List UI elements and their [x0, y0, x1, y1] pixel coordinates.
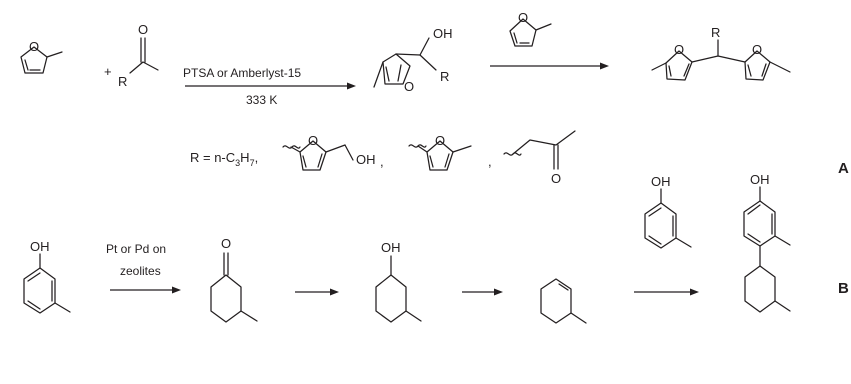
sub1-hydroxyl-label: OH [356, 152, 376, 167]
methylcyclohexanone: O [210, 236, 258, 323]
reaction-arrow-2 [490, 62, 609, 70]
r-group-definitions: R = n-C3H7, O OH , O , [190, 130, 576, 186]
alcohol-hydroxyl-label: OH [381, 240, 401, 255]
m-cresol-reactant: OH [23, 239, 71, 314]
methylfuran-reactant: O [20, 39, 63, 74]
furan-oxygen-label: O [29, 39, 39, 54]
catalyst-condition: PTSA or Amberlyst-15 [183, 66, 301, 80]
temperature-condition: 333 K [246, 93, 277, 107]
r-definition: R = n-C3H7, [190, 150, 258, 168]
furyl-carbinol-intermediate: O OH R [373, 26, 453, 94]
aldehyde-reactant: O R [118, 22, 159, 89]
hydrogenation-support: zeolites [120, 264, 161, 278]
intermediate-hydroxyl-label: OH [433, 26, 453, 41]
intermediate-furan-oxygen: O [404, 79, 414, 94]
bisfuryl-product: O O R [651, 25, 791, 81]
alkylated-cresol-product: OH [743, 172, 791, 313]
m-cresol-reagent: OH [644, 174, 692, 249]
dehydration-arrow [462, 288, 503, 296]
substituent-oxobutyl: O [503, 130, 576, 186]
intermediate-r-label: R [440, 69, 449, 84]
substituent-methylfuryl: O , [408, 133, 492, 171]
product-furan-oxygen-1: O [674, 42, 684, 57]
methylcyclohexanol: OH [375, 240, 422, 323]
reduction-arrow [295, 288, 339, 296]
product-hydroxyl-label: OH [750, 172, 770, 187]
reagent-furan-oxygen: O [518, 10, 528, 25]
aldehyde-r-label: R [118, 74, 127, 89]
panel-label-a: A [838, 160, 849, 177]
methylfuran-reagent: O [509, 10, 552, 47]
ketone-oxygen-label: O [221, 236, 231, 251]
cresol-hydroxyl-label: OH [30, 239, 50, 254]
panel-label-b: B [838, 280, 849, 297]
separator-comma-1: , [380, 154, 384, 169]
hydrogenation-arrow: Pt or Pd on zeolites [106, 242, 181, 294]
substituent-hydroxymethylfuryl: O OH , [282, 133, 384, 171]
separator-comma-2: , [488, 154, 492, 169]
reagent-hydroxyl-label: OH [651, 174, 671, 189]
sub3-ketone-oxygen: O [551, 171, 561, 186]
aldehyde-oxygen-label: O [138, 22, 148, 37]
product-furan-oxygen-2: O [752, 42, 762, 57]
sub1-furan-oxygen: O [308, 133, 318, 148]
plus-sign: + [104, 64, 112, 79]
product-r-label: R [711, 25, 720, 40]
hydrogenation-catalyst: Pt or Pd on [106, 242, 166, 256]
reaction-arrow-1: PTSA or Amberlyst-15 333 K [183, 66, 356, 107]
methylcyclohexene [540, 278, 587, 324]
sub2-furan-oxygen: O [435, 133, 445, 148]
alkylation-arrow [634, 288, 699, 296]
